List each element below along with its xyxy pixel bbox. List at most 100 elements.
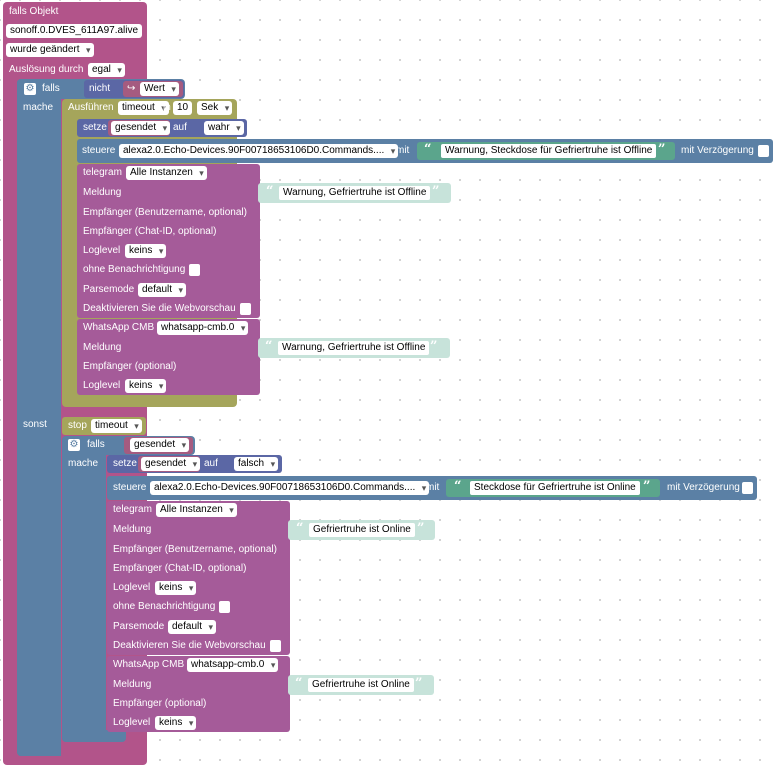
parsemode-dropdown-1[interactable]: default bbox=[138, 283, 187, 297]
ohne-checkbox-1[interactable] bbox=[189, 264, 200, 276]
whatsapp-instance-dropdown-2[interactable]: whatsapp-cmb.0 bbox=[187, 658, 279, 672]
steuere-label-1: steuere bbox=[82, 145, 116, 156]
telegram-title-1: telegram bbox=[83, 167, 122, 178]
outer-falls-label: falls bbox=[42, 83, 60, 94]
meldung-label-2: Meldung bbox=[113, 524, 152, 535]
steuere-mit-label-2: mit bbox=[426, 482, 440, 493]
quote-open-icon: “ bbox=[296, 521, 304, 536]
ohne-label-2: ohne Benachrichtigung bbox=[113, 601, 216, 612]
wa-meldung-label-1: Meldung bbox=[83, 342, 122, 353]
return-arrow-icon: ↪ bbox=[127, 83, 136, 94]
wa-loglevel-dropdown-2[interactable]: keins bbox=[155, 716, 197, 730]
wa-meldung-text-1[interactable]: Warnung, Gefriertruhe ist Offline bbox=[278, 341, 430, 355]
setze-label-1: setze bbox=[83, 122, 107, 133]
timeout-name-dropdown[interactable]: timeout bbox=[118, 101, 169, 115]
empf-user-label-1: Empfänger (Benutzername, optional) bbox=[83, 207, 247, 218]
wa-meldung-label-2: Meldung bbox=[113, 679, 152, 690]
gear-icon[interactable]: ⚙ bbox=[24, 83, 36, 95]
wa-empf-label-2: Empfänger (optional) bbox=[113, 698, 207, 709]
trigger-title: falls Objekt bbox=[9, 6, 59, 17]
auf-label-2: auf bbox=[204, 458, 218, 469]
set-value-dropdown-2[interactable]: falsch bbox=[234, 457, 279, 471]
steuere-text-1[interactable]: Warnung, Steckdose für Gefriertruhe ist … bbox=[441, 144, 657, 158]
wa-loglevel-label-1: Loglevel bbox=[83, 380, 121, 391]
delay-checkbox-2[interactable] bbox=[742, 482, 753, 494]
empf-chat-label-1: Empfänger (Chat-ID, optional) bbox=[83, 226, 217, 237]
nicht-label: nicht bbox=[89, 83, 111, 94]
whatsapp-title-2: WhatsApp CMB bbox=[113, 659, 185, 670]
steuere-target-dropdown-2[interactable]: alexa2.0.Echo-Devices.90F00718653106D0.C… bbox=[150, 481, 430, 495]
timeout-value-field[interactable]: 10 bbox=[173, 101, 193, 115]
telegram-instance-dropdown-2[interactable]: Alle Instanzen bbox=[156, 503, 237, 517]
deakt-checkbox-2[interactable] bbox=[270, 640, 281, 652]
steuere-mit-label-1: mit bbox=[396, 145, 410, 156]
object-id-field[interactable]: sonoff.0.DVES_611A97.alive bbox=[6, 24, 143, 38]
delay-label-2: mit Verzögerung bbox=[667, 482, 740, 493]
quote-open-icon: “ bbox=[454, 479, 462, 494]
setze-label-2: setze bbox=[113, 458, 137, 469]
ausfuehren-label: Ausführen bbox=[68, 102, 114, 113]
parsemode-dropdown-2[interactable]: default bbox=[168, 620, 217, 634]
quote-close-icon: ” bbox=[430, 339, 438, 354]
wa-loglevel-label-2: Loglevel bbox=[113, 717, 151, 728]
telegram-instance-dropdown-1[interactable]: Alle Instanzen bbox=[126, 166, 207, 180]
delay-label-1: mit Verzögerung bbox=[681, 145, 754, 156]
outer-sonst-label: sonst bbox=[23, 419, 47, 430]
outer-if-block[interactable] bbox=[17, 79, 61, 756]
steuere-label-2: steuere bbox=[113, 482, 147, 493]
quote-close-icon: ” bbox=[643, 479, 651, 494]
inner-if-block[interactable] bbox=[62, 436, 106, 742]
parsemode-label-2: Parsemode bbox=[113, 621, 165, 632]
loglevel-dropdown-1[interactable]: keins bbox=[125, 244, 167, 258]
stop-label: stop bbox=[68, 420, 87, 431]
stop-timeout-dropdown[interactable]: timeout bbox=[91, 419, 142, 433]
deakt-label-2: Deaktivieren Sie die Webvorschau bbox=[113, 640, 266, 651]
meldung-label-1: Meldung bbox=[83, 187, 122, 198]
loglevel-label-2: Loglevel bbox=[113, 582, 151, 593]
set-variable-dropdown-1[interactable]: gesendet bbox=[111, 121, 171, 135]
steuere-text-2[interactable]: Steckdose für Gefriertruhe ist Online bbox=[470, 481, 640, 495]
quote-close-icon: ” bbox=[417, 521, 425, 536]
wert-dropdown[interactable]: Wert bbox=[140, 82, 179, 96]
deakt-label-1: Deaktivieren Sie die Webvorschau bbox=[83, 303, 236, 314]
steuere-target-dropdown-1[interactable]: alexa2.0.Echo-Devices.90F00718653106D0.C… bbox=[119, 144, 399, 158]
quote-open-icon: “ bbox=[295, 676, 303, 691]
quote-open-icon: “ bbox=[424, 142, 432, 157]
loglevel-dropdown-2[interactable]: keins bbox=[155, 581, 197, 595]
loglevel-label-1: Loglevel bbox=[83, 245, 121, 256]
wa-empf-label-1: Empfänger (optional) bbox=[83, 361, 177, 372]
whatsapp-instance-dropdown-1[interactable]: whatsapp-cmb.0 bbox=[157, 321, 249, 335]
inner-falls-label: falls bbox=[87, 439, 105, 450]
in-label: in bbox=[163, 102, 171, 113]
outer-mache-label: mache bbox=[23, 102, 54, 113]
quote-open-icon: “ bbox=[266, 184, 274, 199]
telegram-title-2: telegram bbox=[113, 504, 152, 515]
deakt-checkbox-1[interactable] bbox=[240, 303, 251, 315]
ohne-checkbox-2[interactable] bbox=[219, 601, 230, 613]
outer-if-bottom bbox=[17, 744, 53, 756]
set-variable-dropdown-2[interactable]: gesendet bbox=[141, 457, 201, 471]
wa-loglevel-dropdown-1[interactable]: keins bbox=[125, 379, 167, 393]
quote-close-icon: ” bbox=[432, 184, 440, 199]
wa-meldung-text-2[interactable]: Gefriertruhe ist Online bbox=[308, 678, 414, 692]
auf-label-1: auf bbox=[173, 122, 187, 133]
timeout-unit-dropdown[interactable]: Sek bbox=[197, 101, 233, 115]
parsemode-label-1: Parsemode bbox=[83, 284, 135, 295]
whatsapp-title-1: WhatsApp CMB bbox=[83, 322, 155, 333]
gear-icon[interactable]: ⚙ bbox=[68, 439, 80, 451]
inner-mache-label: mache bbox=[68, 458, 99, 469]
ohne-label-1: ohne Benachrichtigung bbox=[83, 264, 186, 275]
meldung-text-2[interactable]: Gefriertruhe ist Online bbox=[309, 523, 415, 537]
meldung-text-1[interactable]: Warnung, Gefriertruhe ist Offline bbox=[279, 186, 431, 200]
set-value-dropdown-1[interactable]: wahr bbox=[204, 121, 244, 135]
delay-checkbox-1[interactable] bbox=[758, 145, 769, 157]
quote-close-icon: ” bbox=[658, 142, 666, 157]
ausloesung-dropdown[interactable]: egal bbox=[88, 63, 125, 77]
quote-open-icon: “ bbox=[265, 339, 273, 354]
condition-dropdown[interactable]: wurde geändert bbox=[6, 43, 94, 57]
ausloesung-label: Auslösung durch bbox=[9, 64, 84, 75]
inner-condition-dropdown[interactable]: gesendet bbox=[130, 438, 190, 452]
quote-close-icon: ” bbox=[415, 676, 423, 691]
empf-chat-label-2: Empfänger (Chat-ID, optional) bbox=[113, 563, 247, 574]
inner-if-bottom bbox=[62, 730, 126, 742]
